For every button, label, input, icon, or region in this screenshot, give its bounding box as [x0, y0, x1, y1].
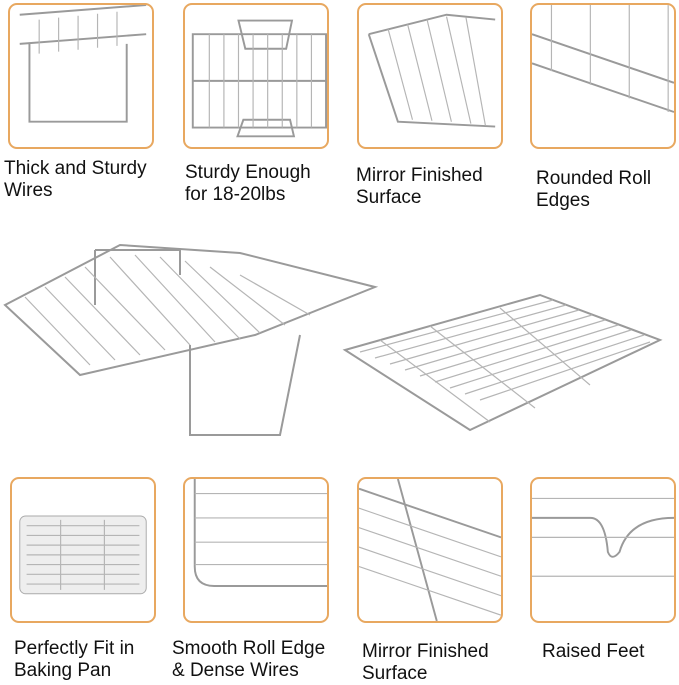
caption-line: Wires: [4, 180, 53, 201]
caption-line: Mirror Finished: [356, 165, 483, 186]
feature-image-fit-pan: [10, 477, 156, 623]
feature-image-mirror-surface: [357, 477, 503, 623]
feature-caption: Smooth Roll Edge& Dense Wires: [172, 638, 325, 682]
caption-line: Raised Feet: [542, 641, 645, 662]
cooling-rack-image: [342, 293, 663, 432]
caption-line: Rounded Roll: [536, 168, 652, 189]
feature-image-sturdy: [183, 3, 329, 149]
feature-image-roll-edge: [183, 477, 329, 623]
feature-image-thick-wires: [8, 3, 154, 149]
caption-line: Perfectly Fit in: [14, 638, 135, 659]
caption-line: Surface: [356, 187, 422, 208]
roasting-rack-image: [3, 243, 379, 436]
feature-image-rounded-edges: [530, 3, 676, 149]
caption-line: for 18-20lbs: [185, 184, 286, 205]
caption-line: Sturdy Enough: [185, 162, 311, 183]
caption-line: Smooth Roll Edge: [172, 638, 326, 659]
feature-image-raised-feet: [530, 477, 676, 623]
caption-line: Edges: [536, 190, 590, 211]
feature-caption: Raised Feet: [542, 641, 644, 663]
caption-line: Baking Pan: [14, 660, 112, 681]
caption-line: Surface: [362, 663, 428, 684]
caption-line: Mirror Finished: [362, 641, 489, 662]
caption-line: & Dense Wires: [172, 660, 299, 681]
feature-image-mirror: [357, 3, 503, 149]
caption-line: Thick and Sturdy: [4, 158, 147, 179]
